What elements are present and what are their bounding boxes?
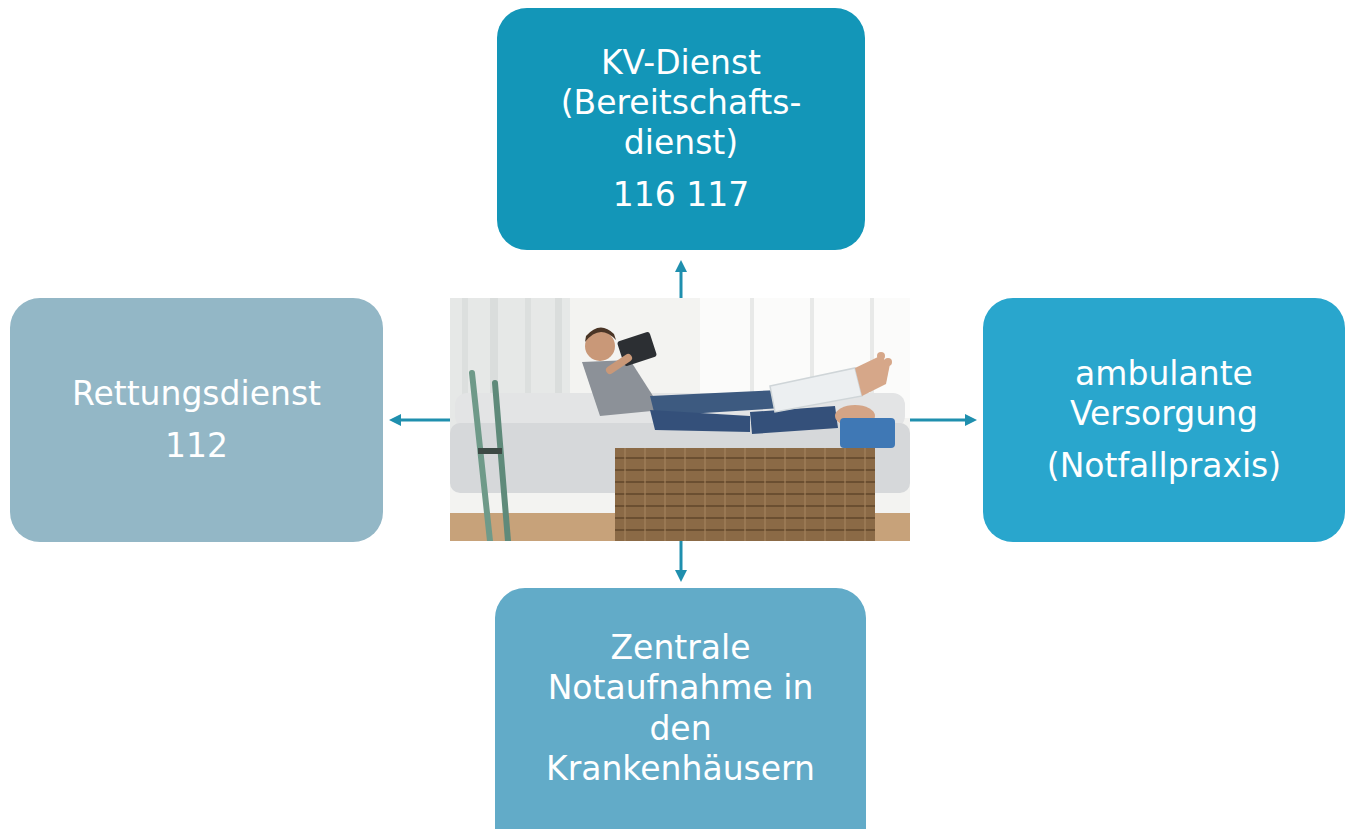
box-label: Zentrale Notaufnahme in den Krankenhäuse… xyxy=(515,628,846,789)
practice-box: ambulante Versorgung (Notfallpraxis) xyxy=(983,298,1345,542)
arrow-set xyxy=(395,266,971,576)
rescue-box: Rettungsdienst 112 xyxy=(10,298,383,542)
box-label: KV-Dienst (Bereitschafts- dienst) xyxy=(517,43,845,164)
box-label: Rettungsdienst xyxy=(72,374,321,414)
arrow-right xyxy=(910,419,971,422)
arrow-down xyxy=(680,541,683,576)
service-box: KV-Dienst (Bereitschafts- dienst) 116 117 xyxy=(497,8,865,250)
patient-photo xyxy=(450,298,910,541)
box-label: ambulante Versorgung xyxy=(1003,354,1325,435)
emergency-room-box: Zentrale Notaufnahme in den Krankenhäuse… xyxy=(495,588,866,829)
box-sublabel: 112 xyxy=(165,426,228,466)
arrow-left xyxy=(395,419,450,422)
box-sublabel: (Notfallpraxis) xyxy=(1047,446,1281,486)
box-sublabel: 116 117 xyxy=(613,175,749,215)
arrow-up xyxy=(680,266,683,298)
